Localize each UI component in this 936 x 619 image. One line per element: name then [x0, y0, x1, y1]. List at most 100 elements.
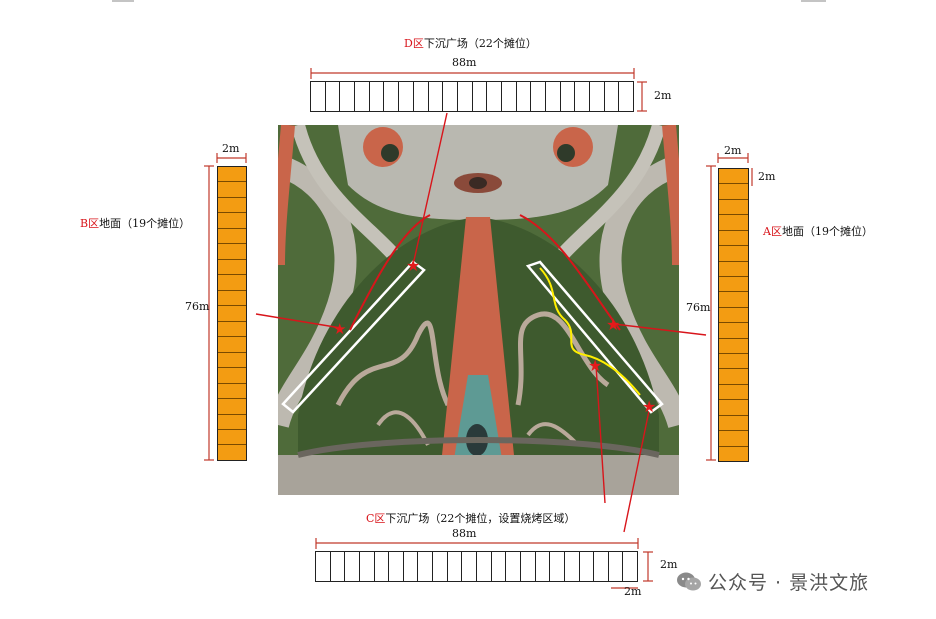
wechat-icon [677, 572, 701, 590]
c-pointer-line-1 [595, 364, 606, 504]
c-zone-width-2: 2m [624, 585, 642, 598]
stall-cell [719, 339, 748, 355]
stall-cell [218, 415, 246, 430]
stall-cell [719, 323, 748, 339]
stall-cell [719, 215, 748, 231]
stall-cell [536, 552, 551, 581]
stall-cell [218, 291, 246, 307]
watermark: 公众号 · 景洪文旅 [676, 568, 869, 595]
stall-cell [477, 552, 492, 581]
star-marker-a: ★ [606, 315, 620, 334]
stall-cell [311, 82, 326, 111]
stall-cell [719, 169, 748, 185]
stall-cell [619, 82, 633, 111]
stall-cell [561, 82, 576, 111]
a-zone-title: A区地面（19个摊位） [763, 223, 873, 239]
stall-cell [492, 552, 507, 581]
stall-cell [448, 552, 463, 581]
stall-cell [719, 308, 748, 324]
a-zone-text: 地面（19个摊位） [781, 225, 873, 238]
stall-cell [331, 552, 346, 581]
stall-cell [429, 82, 444, 111]
stall-strip-bd-outline [281, 260, 426, 414]
stall-cell [218, 430, 246, 446]
c-zone-length: 88m [452, 527, 477, 540]
stall-cell [389, 552, 404, 581]
star-marker-d: ★ [406, 256, 420, 275]
stall-cell [218, 229, 246, 245]
c-zone-letter: C区 [366, 512, 386, 525]
stall-cell [370, 82, 385, 111]
stall-cell [550, 552, 565, 581]
d-zone-length: 88m [452, 56, 477, 69]
c-zone-width: 2m [660, 558, 678, 571]
b-stall-strip [217, 166, 247, 461]
stall-cell [340, 82, 356, 111]
stall-cell [345, 552, 360, 581]
c-pointer-line-2 [623, 405, 651, 533]
stall-cell [623, 552, 637, 581]
b-pointer-line [255, 313, 342, 329]
b-zone-title: B区地面（19个摊位） [80, 215, 190, 231]
stall-cell [414, 82, 429, 111]
stall-cell [719, 354, 748, 370]
stall-cell [594, 552, 609, 581]
stall-cell [218, 306, 246, 322]
stall-cell [517, 82, 532, 111]
a-zone-length: 76m [686, 301, 711, 314]
b-zone-text: 地面（19个摊位） [99, 217, 191, 230]
stall-cell [404, 552, 419, 581]
stall-cell [218, 244, 246, 260]
d-zone-letter: D区 [404, 37, 424, 50]
b-zone-letter: B区 [80, 217, 100, 230]
a-zone-width-2: 2m [758, 170, 776, 183]
bbq-area-outline [539, 267, 641, 396]
stall-cell [719, 292, 748, 308]
star-marker-b: ★ [333, 320, 346, 338]
a-zone-curve [519, 214, 621, 331]
stall-cell [521, 552, 536, 581]
c-zone-text: 下沉广场（22个摊位，设置烧烤区域） [385, 512, 576, 525]
stall-cell [433, 552, 448, 581]
stall-cell [218, 368, 246, 384]
stall-cell [384, 82, 400, 111]
a-pointer-line [613, 323, 707, 336]
d-zone-curve [349, 214, 431, 331]
stall-cell [506, 552, 521, 581]
stall-cell [575, 82, 591, 111]
a-zone-width: 2m [724, 144, 742, 157]
stall-cell [719, 246, 748, 262]
star-marker-c2: ★ [642, 397, 656, 416]
stall-cell [218, 275, 246, 291]
b-zone-length: 76m [185, 300, 210, 313]
stall-strip-ac-outline [525, 260, 664, 414]
stall-cell [719, 277, 748, 293]
a-zone-letter: A区 [763, 225, 782, 238]
stall-cell [462, 552, 478, 581]
stall-cell [719, 431, 748, 447]
stall-cell [458, 82, 473, 111]
stall-cell [565, 552, 580, 581]
d-stall-strip [310, 81, 634, 112]
stall-cell [719, 262, 748, 277]
stall-cell [719, 416, 748, 432]
watermark-text: 公众号 · 景洪文旅 [708, 572, 870, 594]
stall-cell [590, 82, 605, 111]
stall-cell [719, 369, 748, 385]
stall-cell [719, 200, 748, 216]
stall-cell [375, 552, 390, 581]
stall-cell [487, 82, 502, 111]
stall-cell [326, 82, 341, 111]
stall-cell [443, 82, 458, 111]
stall-cell [218, 182, 246, 198]
stall-cell [218, 399, 246, 415]
d-zone-width: 2m [654, 89, 672, 102]
stall-cell [218, 337, 246, 353]
stall-cell [218, 260, 246, 276]
stall-cell [719, 400, 748, 416]
c-stall-strip [315, 551, 638, 582]
star-marker-c1: ★ [588, 356, 602, 375]
stall-cell [418, 552, 434, 581]
stall-cell [218, 198, 246, 214]
a-stall-strip [718, 168, 749, 462]
